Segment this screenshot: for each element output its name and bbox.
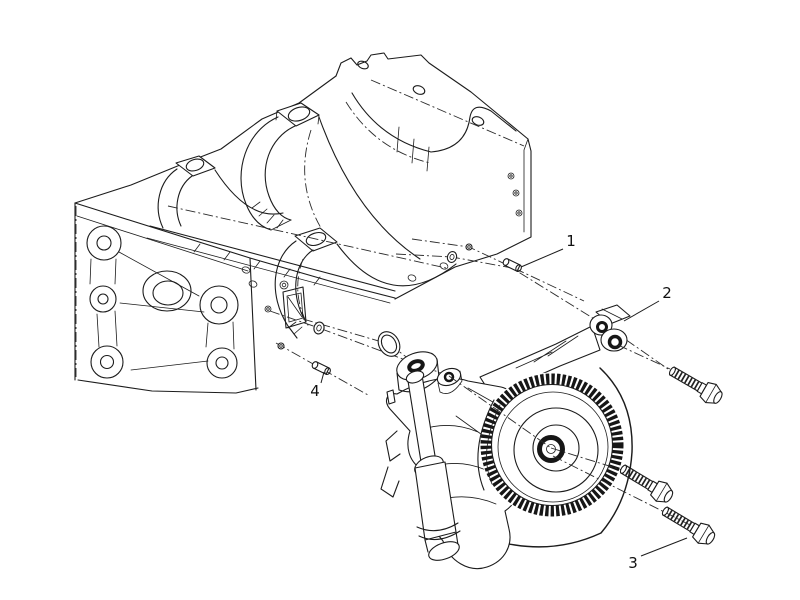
callout-4-leader [320, 371, 325, 384]
callout-3[interactable]: 3 [628, 537, 688, 572]
bolt-centerlines [448, 344, 701, 531]
pickup-tube [405, 370, 461, 561]
mounting-bolt-3 [661, 506, 716, 545]
engine-block-drawing [74, 52, 532, 394]
sealing-ring-b [313, 321, 325, 335]
callout-1[interactable]: 1 [520, 232, 576, 268]
callout-2[interactable]: 2 [623, 284, 672, 322]
small-parts [277, 243, 522, 376]
pump-stud [386, 389, 396, 405]
mounting-bolt-2 [619, 464, 674, 503]
gear-teeth-ring [480, 373, 624, 517]
mounting-bolts [619, 366, 723, 545]
pump-bracket-hooks [380, 430, 401, 498]
pump-small-boss [436, 367, 463, 394]
pump-drive-gear [477, 372, 625, 518]
pump-pivot-arm [479, 304, 631, 397]
o-ring [377, 331, 401, 357]
callout-3-label: 3 [628, 554, 638, 572]
sealing-ring-a [446, 251, 458, 263]
gear-bore [537, 435, 565, 463]
callout-2-label: 2 [662, 284, 672, 302]
pump-top-boss [396, 351, 440, 393]
callout-1-leader [520, 248, 564, 268]
roll-pin-item-4 [311, 361, 331, 376]
hole-plug-b [277, 342, 285, 350]
callout-2-leader [623, 300, 660, 322]
callout-1-label: 1 [566, 232, 576, 250]
bearing-saddle-1 [240, 102, 421, 260]
side-face-holes [507, 172, 523, 217]
callout-4-label: 4 [310, 382, 320, 400]
mounting-bolt-1 [668, 366, 723, 404]
callout-4[interactable]: 4 [310, 371, 325, 400]
hole-plug-a [465, 243, 473, 251]
bearing-saddle-3 [157, 155, 284, 229]
callout-3-leader [640, 537, 688, 557]
roll-pin-item-1 [502, 258, 522, 273]
flange-bolt-holes [357, 60, 485, 126]
block-front-face [74, 202, 449, 394]
callouts: 1 2 3 4 [310, 232, 688, 572]
